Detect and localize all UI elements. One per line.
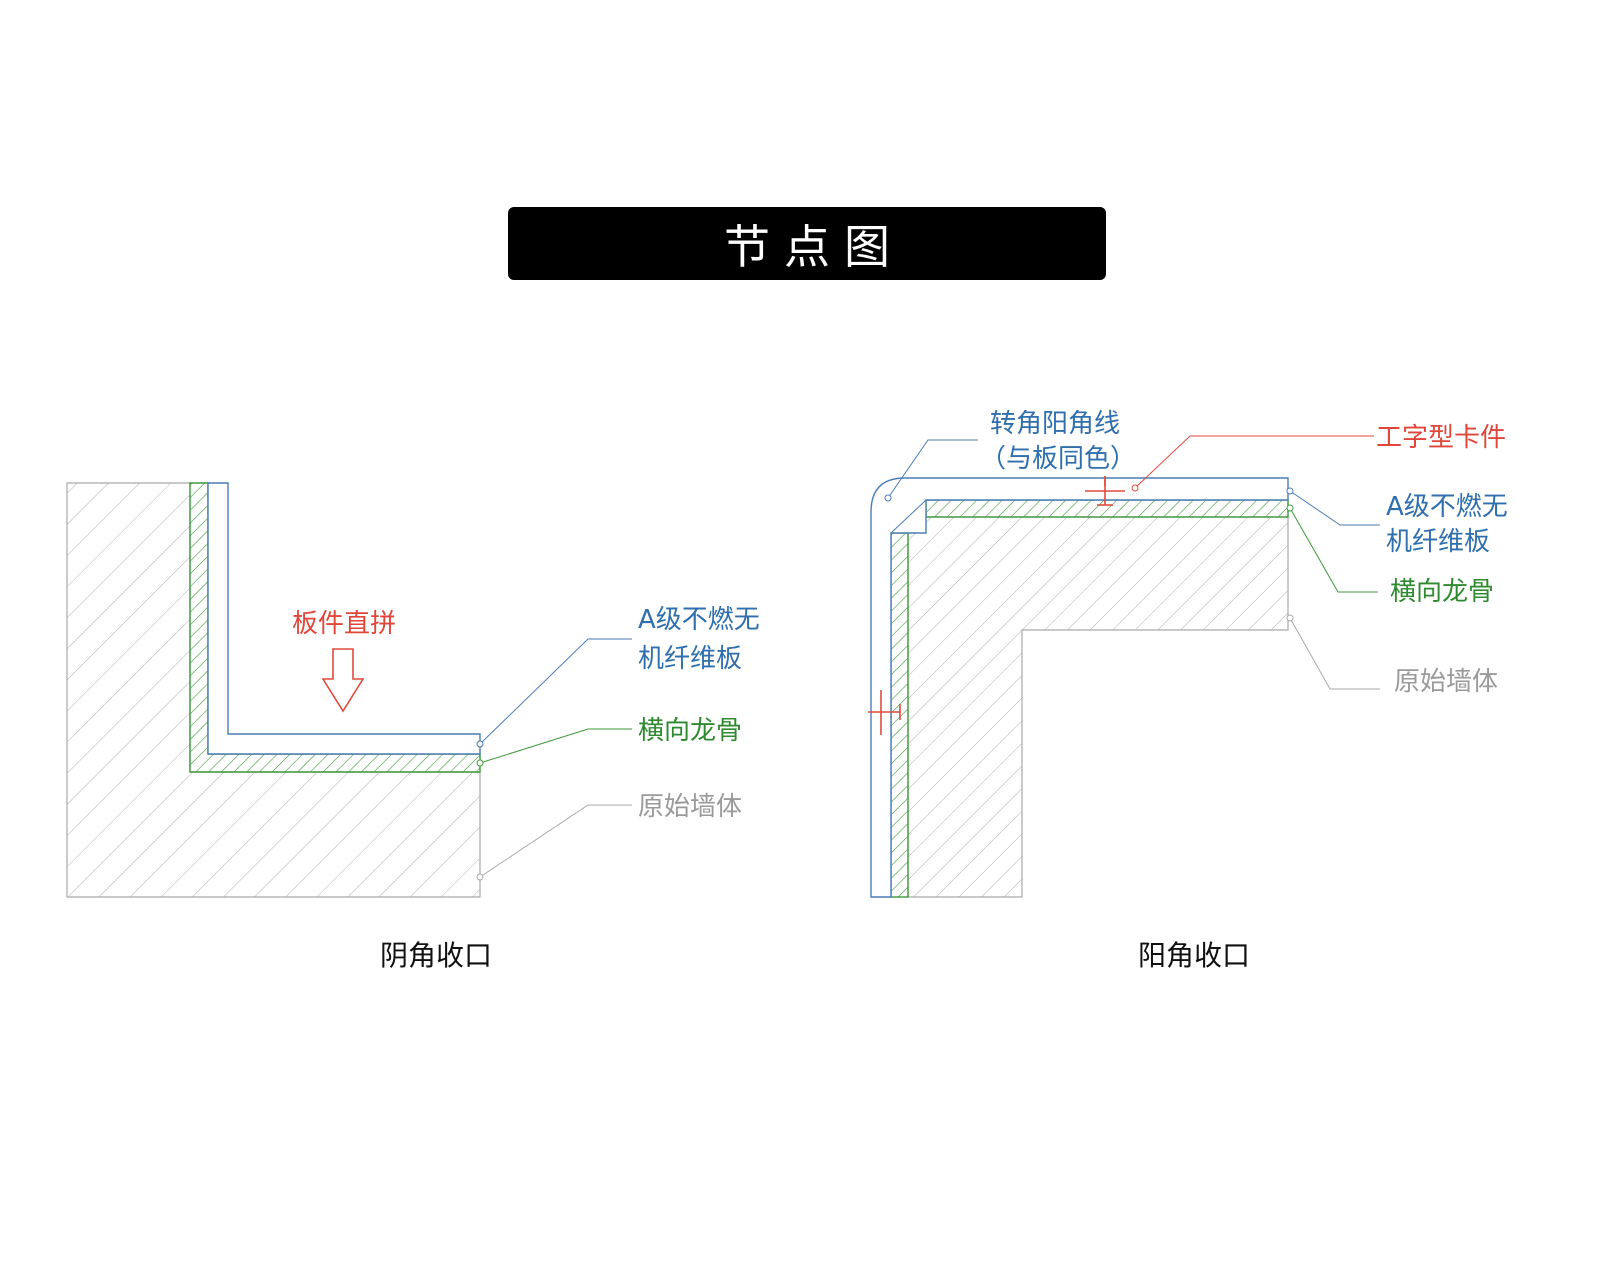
- left-wall-label: 原始墙体: [638, 792, 742, 822]
- clip-label: 工字型卡件: [1376, 423, 1506, 453]
- left-original-wall: [66, 482, 481, 898]
- title-bar: 节点图: [508, 207, 1106, 280]
- right-panel-label-line2: 机纤维板: [1386, 527, 1490, 557]
- down-arrow-icon: [321, 648, 365, 713]
- corner-line-leader: [887, 439, 978, 499]
- arrow-label: 板件直拼: [292, 609, 396, 639]
- left-keel-leader: [479, 728, 632, 764]
- right-panel-label-line1: A级不燃无: [1386, 492, 1508, 522]
- page-title: 节点图: [724, 219, 904, 274]
- right-panel-leader: [1289, 490, 1380, 526]
- right-wall-label: 原始墙体: [1394, 667, 1498, 697]
- left-fiber-board: [207, 482, 481, 755]
- right-keel-leader: [1289, 507, 1378, 593]
- right-keel-label: 横向龙骨: [1390, 577, 1494, 607]
- right-original-wall: [907, 516, 1289, 898]
- corner-line-label-line2: （与板同色）: [980, 444, 1136, 474]
- inside-corner-detail: 板件直拼 A级不燃无 机纤维板 横向龙骨 原始墙体 阴角收口: [66, 482, 760, 972]
- side-i-clip-icon: [868, 690, 901, 735]
- left-panel-label-line2: 机纤维板: [638, 644, 742, 674]
- clip-leader: [1134, 435, 1374, 489]
- left-panel-label-line1: A级不燃无: [638, 605, 760, 635]
- right-caption: 阳角收口: [1138, 939, 1250, 972]
- corner-line-label-line1: 转角阳角线: [990, 409, 1120, 439]
- top-i-clip-icon: [1085, 476, 1125, 506]
- left-keel-label: 横向龙骨: [638, 716, 742, 746]
- left-wall-leader: [479, 804, 632, 878]
- left-panel-leader: [479, 638, 632, 745]
- outside-corner-detail: 转角阳角线 （与板同色） 工字型卡件 A级不燃无 机纤维板 横向龙骨 原始墙体 …: [868, 409, 1508, 972]
- right-wall-leader: [1289, 617, 1380, 690]
- right-fiber-board: [870, 477, 1289, 898]
- right-top-keel: [925, 499, 1289, 518]
- left-caption: 阴角收口: [380, 939, 492, 972]
